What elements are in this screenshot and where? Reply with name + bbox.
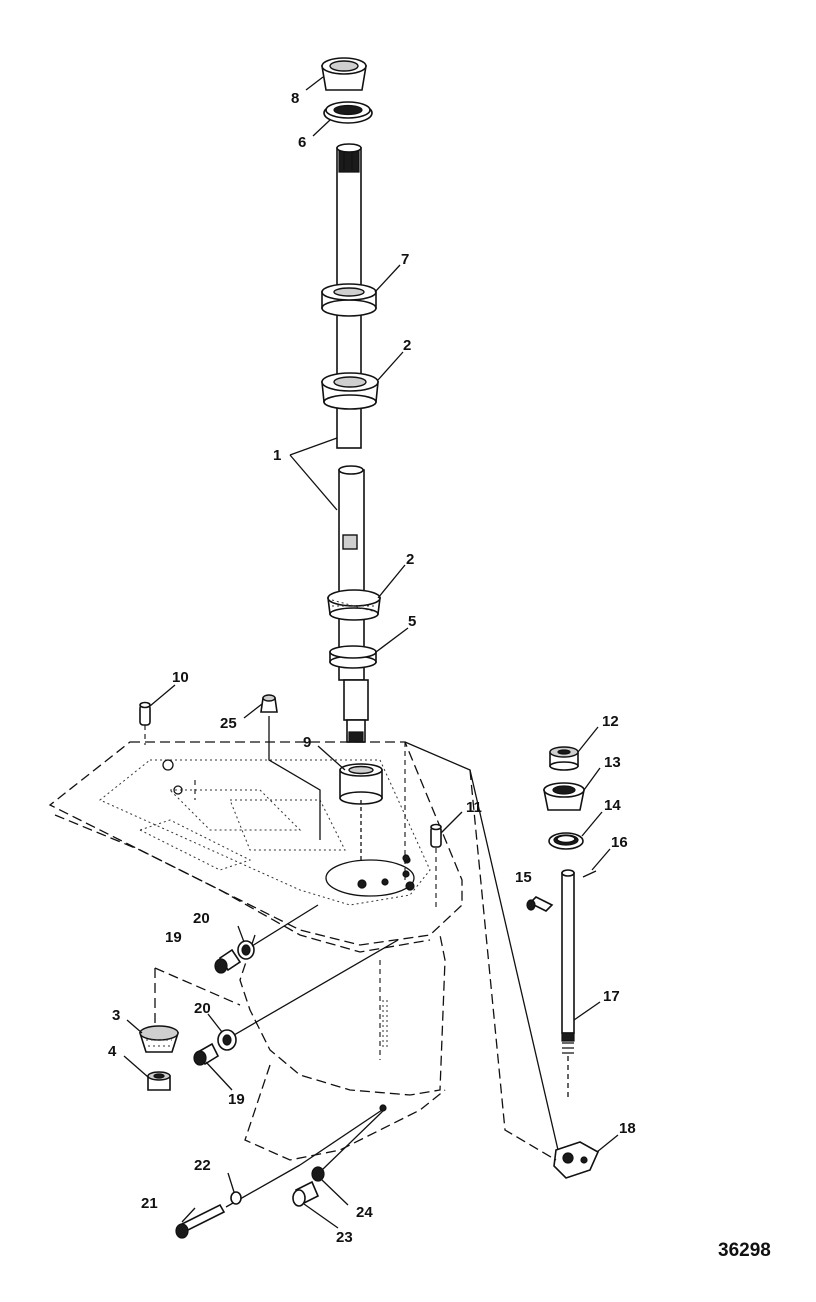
part-9-needle-bearing: [339, 763, 383, 860]
part-16-pin: [582, 870, 597, 878]
part-6-washer: [323, 101, 373, 124]
part-10-dowel-pin: [139, 701, 151, 745]
callout-2-upper: 2: [403, 337, 411, 354]
callout-23: 23: [336, 1229, 353, 1246]
part-18-shift-cam: [553, 1141, 600, 1179]
callout-1: 1: [273, 447, 281, 464]
callout-22: 22: [194, 1157, 211, 1174]
part-24-washer: [311, 1109, 385, 1182]
part-14-o-ring: [548, 832, 584, 850]
callout-9: 9: [303, 734, 311, 751]
leader-lines: [123, 76, 619, 1229]
part-20-lower-washer: [217, 939, 399, 1051]
callout-15: 15: [515, 869, 532, 886]
gear-housing: [48, 741, 463, 1161]
callout-10: 10: [172, 669, 189, 686]
part-23-plug: [292, 1180, 320, 1207]
part-8-bushing: [321, 57, 367, 91]
callout-19-lower: 19: [228, 1091, 245, 1108]
part-13-bushing: [543, 782, 585, 811]
callout-13: 13: [604, 754, 621, 771]
part-25-nut: [260, 694, 321, 840]
callout-5: 5: [408, 613, 416, 630]
part-3-pinion: [138, 1025, 180, 1053]
callout-19-upper: 19: [165, 929, 182, 946]
callout-14: 14: [604, 797, 621, 814]
part-5-shim: [329, 645, 377, 669]
part-2-upper-bearing: [321, 372, 379, 410]
callout-25: 25: [220, 715, 237, 732]
callout-16: 16: [611, 834, 628, 851]
callout-18: 18: [619, 1120, 636, 1137]
callout-labels: 8 6 7 2 1 2 5 10 25 9 11 12 13 14 16 15 …: [108, 90, 771, 1261]
part-15-screw: [526, 896, 554, 912]
part-20-upper-washer: [237, 904, 319, 960]
callout-24: 24: [356, 1204, 373, 1221]
part-2-lower-bearing: [327, 589, 381, 621]
part-11-dowel-pin: [430, 823, 442, 908]
callout-8: 8: [291, 90, 299, 107]
callout-20-upper: 20: [193, 910, 210, 927]
part-4-nut: [147, 1071, 171, 1091]
part-17-shift-shaft: [561, 869, 575, 1100]
callout-17: 17: [603, 988, 620, 1005]
callout-20-lower: 20: [194, 1000, 211, 1017]
callout-21: 21: [141, 1195, 158, 1212]
part-12-nut: [549, 746, 579, 771]
callout-4: 4: [108, 1043, 117, 1060]
part-7-ring: [321, 283, 377, 317]
part-19-lower-screw: [193, 1042, 220, 1066]
callout-7: 7: [401, 251, 409, 268]
part-19-upper-screw: [214, 948, 242, 974]
figure-id: 36298: [718, 1240, 771, 1261]
callout-3: 3: [112, 1007, 120, 1024]
callout-11: 11: [466, 799, 482, 816]
callout-6: 6: [298, 134, 306, 151]
callout-2-lower: 2: [406, 551, 414, 568]
part-22-o-ring: [230, 1191, 242, 1205]
driveshaft-lower: [338, 465, 369, 743]
callout-12: 12: [602, 713, 619, 730]
